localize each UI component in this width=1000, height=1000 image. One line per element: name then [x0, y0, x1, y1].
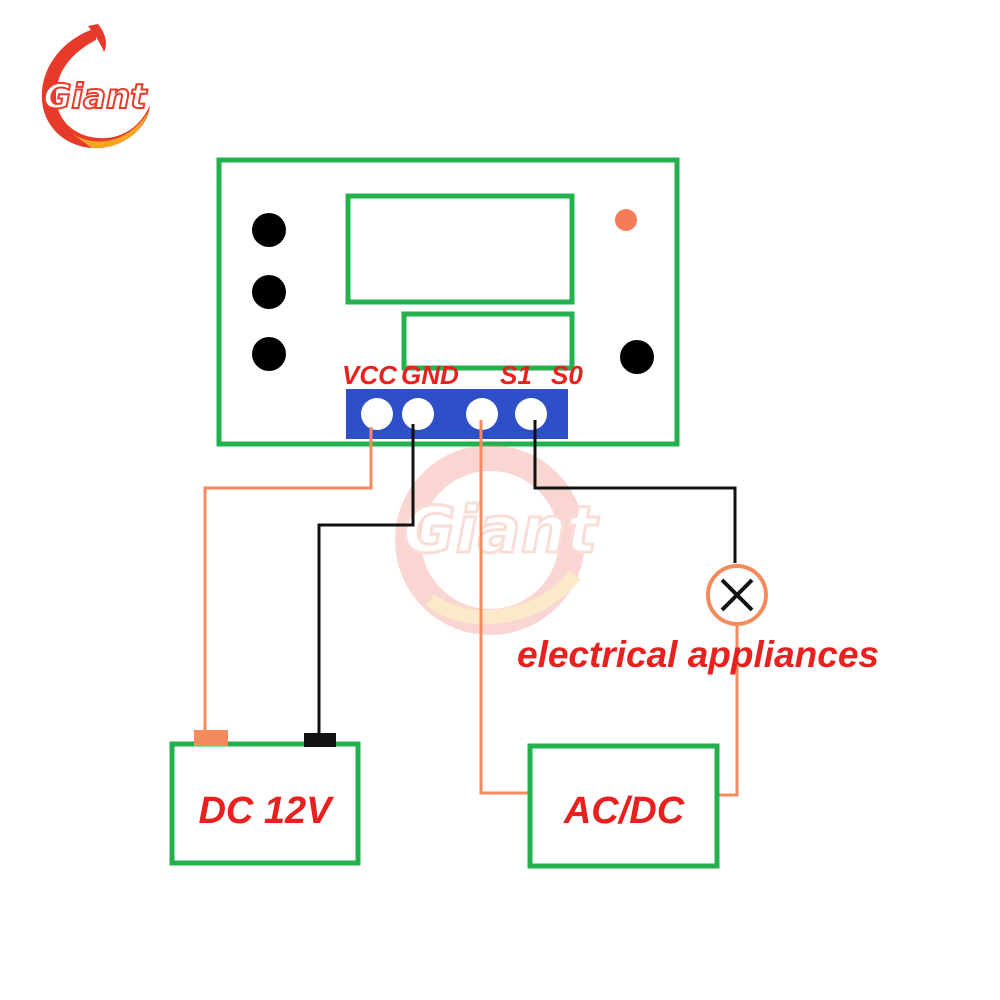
module-board	[216, 157, 680, 447]
terminal-gnd	[402, 398, 434, 430]
lamp-cross-line-b	[720, 578, 754, 612]
appliance-symbol	[706, 564, 768, 626]
wire-s1	[479, 420, 528, 795]
watermark-arc-icon	[425, 570, 581, 625]
logo-swoosh-icon	[41, 28, 150, 149]
watermark: Giant	[395, 445, 601, 635]
wire-appliance-return	[719, 625, 739, 797]
logo-tail-icon	[88, 24, 106, 52]
logo-arc-icon	[70, 112, 148, 149]
terminal-labels: VCC GND S1 S0	[342, 360, 583, 390]
wire-gnd	[317, 424, 415, 734]
terminal-label-vcc: VCC	[342, 360, 398, 390]
terminal-label-gnd: GND	[401, 360, 459, 390]
terminal-label-s1: S1	[500, 360, 532, 390]
display-window-main	[345, 193, 575, 305]
ac-dc-label: AC/DC	[563, 790, 685, 832]
dc-supply-label: DC 12V	[198, 790, 334, 832]
button-3	[252, 337, 286, 371]
terminal-s0	[515, 398, 547, 430]
appliance-label: electrical appliances	[517, 634, 879, 675]
button-1	[252, 213, 286, 247]
terminal-vcc	[361, 398, 393, 430]
indicator-led	[615, 209, 637, 231]
button-4	[620, 340, 654, 374]
watermark-text: Giant	[403, 494, 599, 568]
logo-text: Giant	[44, 77, 149, 117]
dc-negative-terminal	[304, 733, 336, 747]
wires	[203, 420, 739, 797]
watermark-circle-icon	[395, 445, 585, 635]
ac-dc-box	[527, 743, 720, 869]
wire-s0	[533, 420, 737, 563]
terminal-label-s0: S0	[551, 360, 583, 390]
dc-supply-box	[169, 741, 361, 866]
display-window-secondary	[401, 311, 575, 371]
dc-positive-terminal	[194, 730, 228, 746]
button-2	[252, 275, 286, 309]
wire-vcc	[203, 427, 373, 732]
terminal-s1	[466, 398, 498, 430]
brand-logo: Giant	[41, 24, 150, 149]
